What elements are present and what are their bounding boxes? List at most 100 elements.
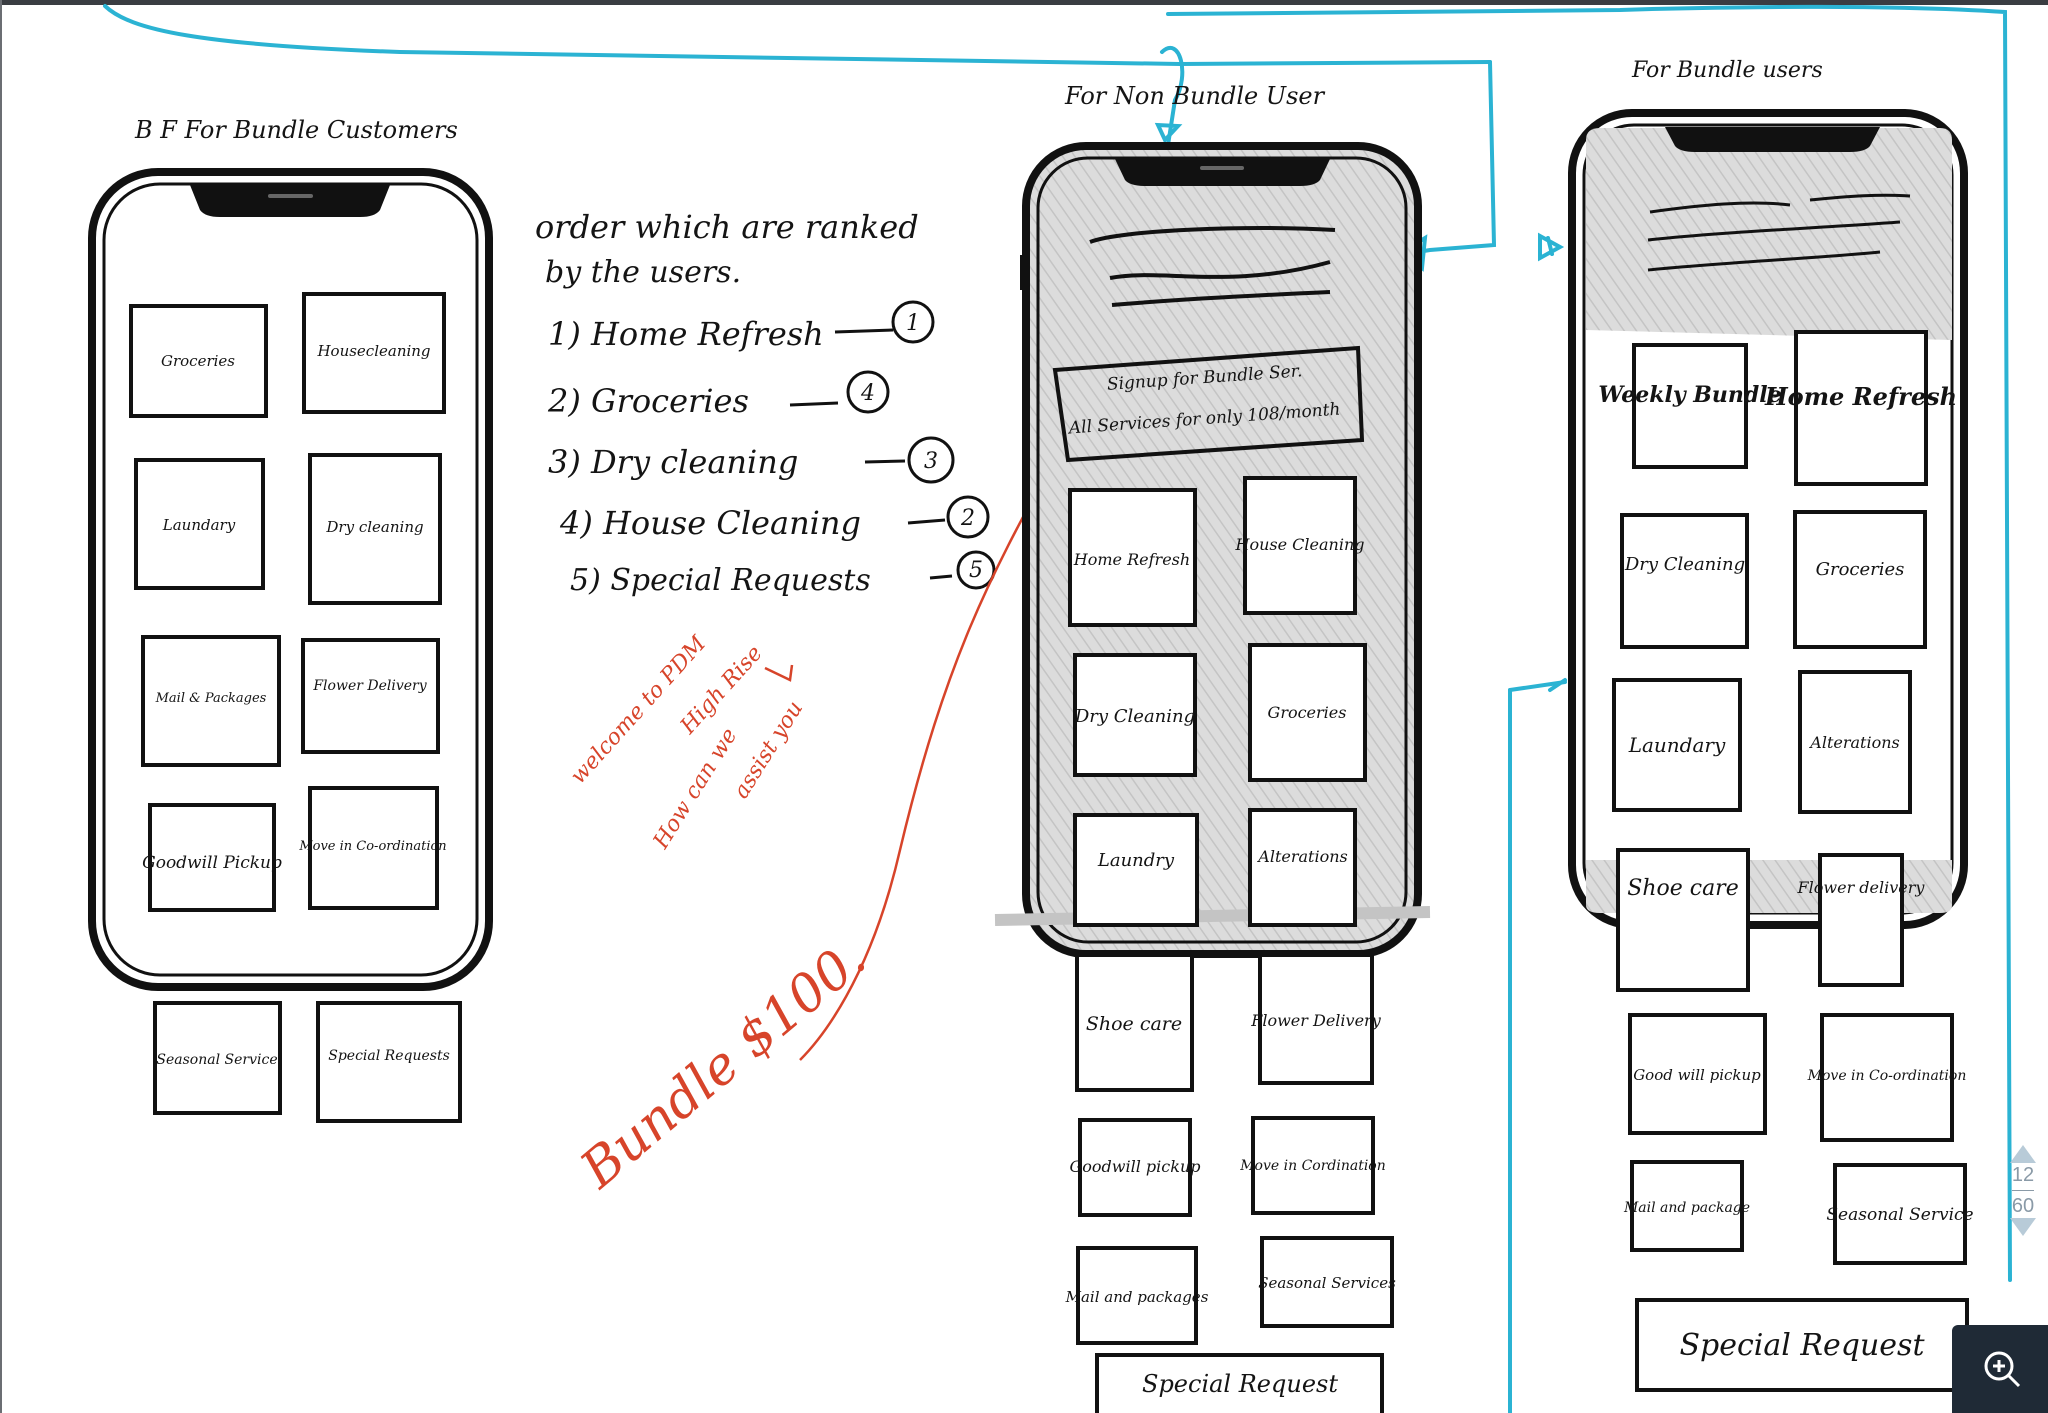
tile-move-in — [1251, 1116, 1375, 1215]
welcome-note: assist you — [729, 697, 808, 803]
zoom-in-icon — [1984, 1351, 2021, 1388]
tile-label: Seasonal Services — [1258, 1274, 1396, 1292]
zoom-button[interactable] — [1952, 1325, 2048, 1413]
tile-groceries — [1793, 510, 1927, 649]
notes-title-line1: order which are ranked — [535, 208, 919, 246]
note-item: 1) Home Refresh — [548, 315, 824, 353]
tile-label: Goodwill pickup — [1070, 1157, 1201, 1176]
rank-circle: 2 — [960, 506, 975, 531]
tile-label: Laundry — [1097, 850, 1175, 871]
rank-circle: 3 — [924, 449, 938, 474]
page-up-icon[interactable] — [2010, 1145, 2036, 1163]
tile-shoe-care — [1616, 848, 1750, 992]
tile-seasonal-service — [1833, 1163, 1967, 1265]
tile-laundry — [1073, 813, 1199, 927]
page-navigator: 12 60 — [2000, 1145, 2046, 1280]
heading-non-bundle: For Non Bundle User — [1064, 82, 1326, 110]
tile-goodwill-pickup — [148, 803, 276, 912]
tile-dry-cleaning — [308, 453, 442, 605]
tile-mail-packages — [141, 635, 281, 767]
tile-laundary — [1612, 678, 1742, 812]
total-pages: 60 — [2011, 1195, 2035, 1217]
tile-label: Groceries — [1816, 559, 1905, 580]
tile-label: Home Refresh — [1073, 550, 1190, 569]
tile-dry-cleaning — [1620, 513, 1749, 649]
tile-move-in — [1820, 1013, 1954, 1142]
tile-label: Seasonal Service — [156, 1052, 277, 1068]
tile-label: Goodwill Pickup — [142, 853, 282, 873]
heading-bundle-users: For Bundle users — [1631, 58, 1823, 83]
tile-label: Seasonal Service — [1826, 1205, 1973, 1225]
tile-goodwill-pickup — [1628, 1013, 1767, 1135]
bundle-price-note: Bundle $100. — [569, 928, 877, 1200]
tile-alterations — [1798, 670, 1912, 814]
page-down-icon[interactable] — [2010, 1218, 2036, 1236]
phone-right-tiles[interactable] — [1612, 330, 1969, 1392]
rank-circle: 5 — [969, 558, 983, 583]
tile-house-cleaning — [1243, 476, 1357, 615]
connector-arrowhead — [1538, 232, 1565, 262]
special-request-label: Special Request — [1142, 1370, 1338, 1398]
tile-home-refresh — [1794, 330, 1928, 486]
tile-seasonal-services — [1260, 1236, 1394, 1328]
tile-label: Shoe care — [1086, 1013, 1182, 1035]
tile-label: Move in Cordination — [1239, 1158, 1386, 1174]
tile-label: Move in Co-ordination — [298, 839, 446, 854]
note-item: 2) Groceries — [547, 382, 749, 420]
tile-label: Alterations — [1256, 847, 1347, 866]
canvas-left-edge — [0, 0, 2, 1413]
connector-lines — [103, 4, 2012, 1413]
tile-laundary — [134, 458, 265, 590]
tile-label: Home Refresh — [1764, 382, 1957, 411]
tile-label: Groceries — [161, 352, 235, 370]
tile-label: Mail and packages — [1065, 1288, 1209, 1306]
tile-label: Laundary — [162, 516, 236, 534]
tile-label: Dry cleaning — [325, 518, 423, 536]
page-separator — [2012, 1190, 2034, 1191]
note-item: 3) Dry cleaning — [548, 443, 798, 481]
tile-label: Groceries — [1268, 703, 1347, 722]
tile-groceries — [1248, 643, 1367, 782]
note-item: 4) House Cleaning — [559, 504, 861, 542]
tile-mail-packages — [1076, 1246, 1198, 1345]
tile-weekly-bundle — [1632, 343, 1748, 469]
tile-label: Move in Co-ordination — [1807, 1068, 1967, 1084]
special-request-label: Special Request — [1680, 1328, 1926, 1363]
tile-special-requests — [316, 1001, 462, 1123]
notes-title-line2: by the users. — [545, 255, 741, 290]
tile-flower-delivery — [1818, 853, 1904, 987]
tile-dry-cleaning — [1073, 653, 1197, 777]
tile-label: Laundary — [1628, 733, 1726, 757]
tile-goodwill-pickup — [1078, 1118, 1192, 1217]
tile-label: Special Requests — [328, 1048, 450, 1064]
connector-arrowhead — [1154, 122, 1183, 144]
rank-circle: 1 — [906, 311, 920, 336]
tile-label: Weekly Bundle — [1598, 382, 1781, 408]
tile-label: House Cleaning — [1235, 535, 1365, 554]
tile-label: Dry Cleaning — [1624, 554, 1745, 575]
tile-shoe-care — [1075, 953, 1194, 1092]
tile-label: Flower Delivery — [312, 678, 427, 694]
tile-label: Dry Cleaning — [1074, 706, 1195, 727]
special-request-button — [1095, 1353, 1384, 1413]
tile-label: Alterations — [1808, 733, 1899, 752]
tile-label: Housecleaning — [316, 342, 430, 360]
phone-left-tiles[interactable] — [129, 292, 462, 1123]
tile-alterations — [1248, 808, 1357, 927]
tile-home-refresh — [1068, 488, 1197, 627]
phone-middle — [994, 142, 1431, 958]
tile-label: Flower Delivery — [1250, 1011, 1381, 1030]
phone-middle-tiles[interactable] — [1068, 476, 1394, 1413]
tile-mail-package — [1630, 1160, 1744, 1252]
tile-flower-delivery — [301, 638, 440, 754]
tile-groceries — [129, 304, 268, 418]
rank-circle: 4 — [860, 381, 875, 406]
tile-seasonal-service — [153, 1001, 282, 1115]
ranking-notes: order which are ranked by the users. 1) … — [535, 208, 996, 598]
tile-housecleaning — [302, 292, 446, 414]
heading-bundle-customers: B F For Bundle Customers — [134, 116, 458, 144]
tile-label: Flower delivery — [1797, 878, 1926, 897]
special-request-button — [1635, 1298, 1969, 1392]
note-item: 5) Special Requests — [570, 563, 871, 598]
